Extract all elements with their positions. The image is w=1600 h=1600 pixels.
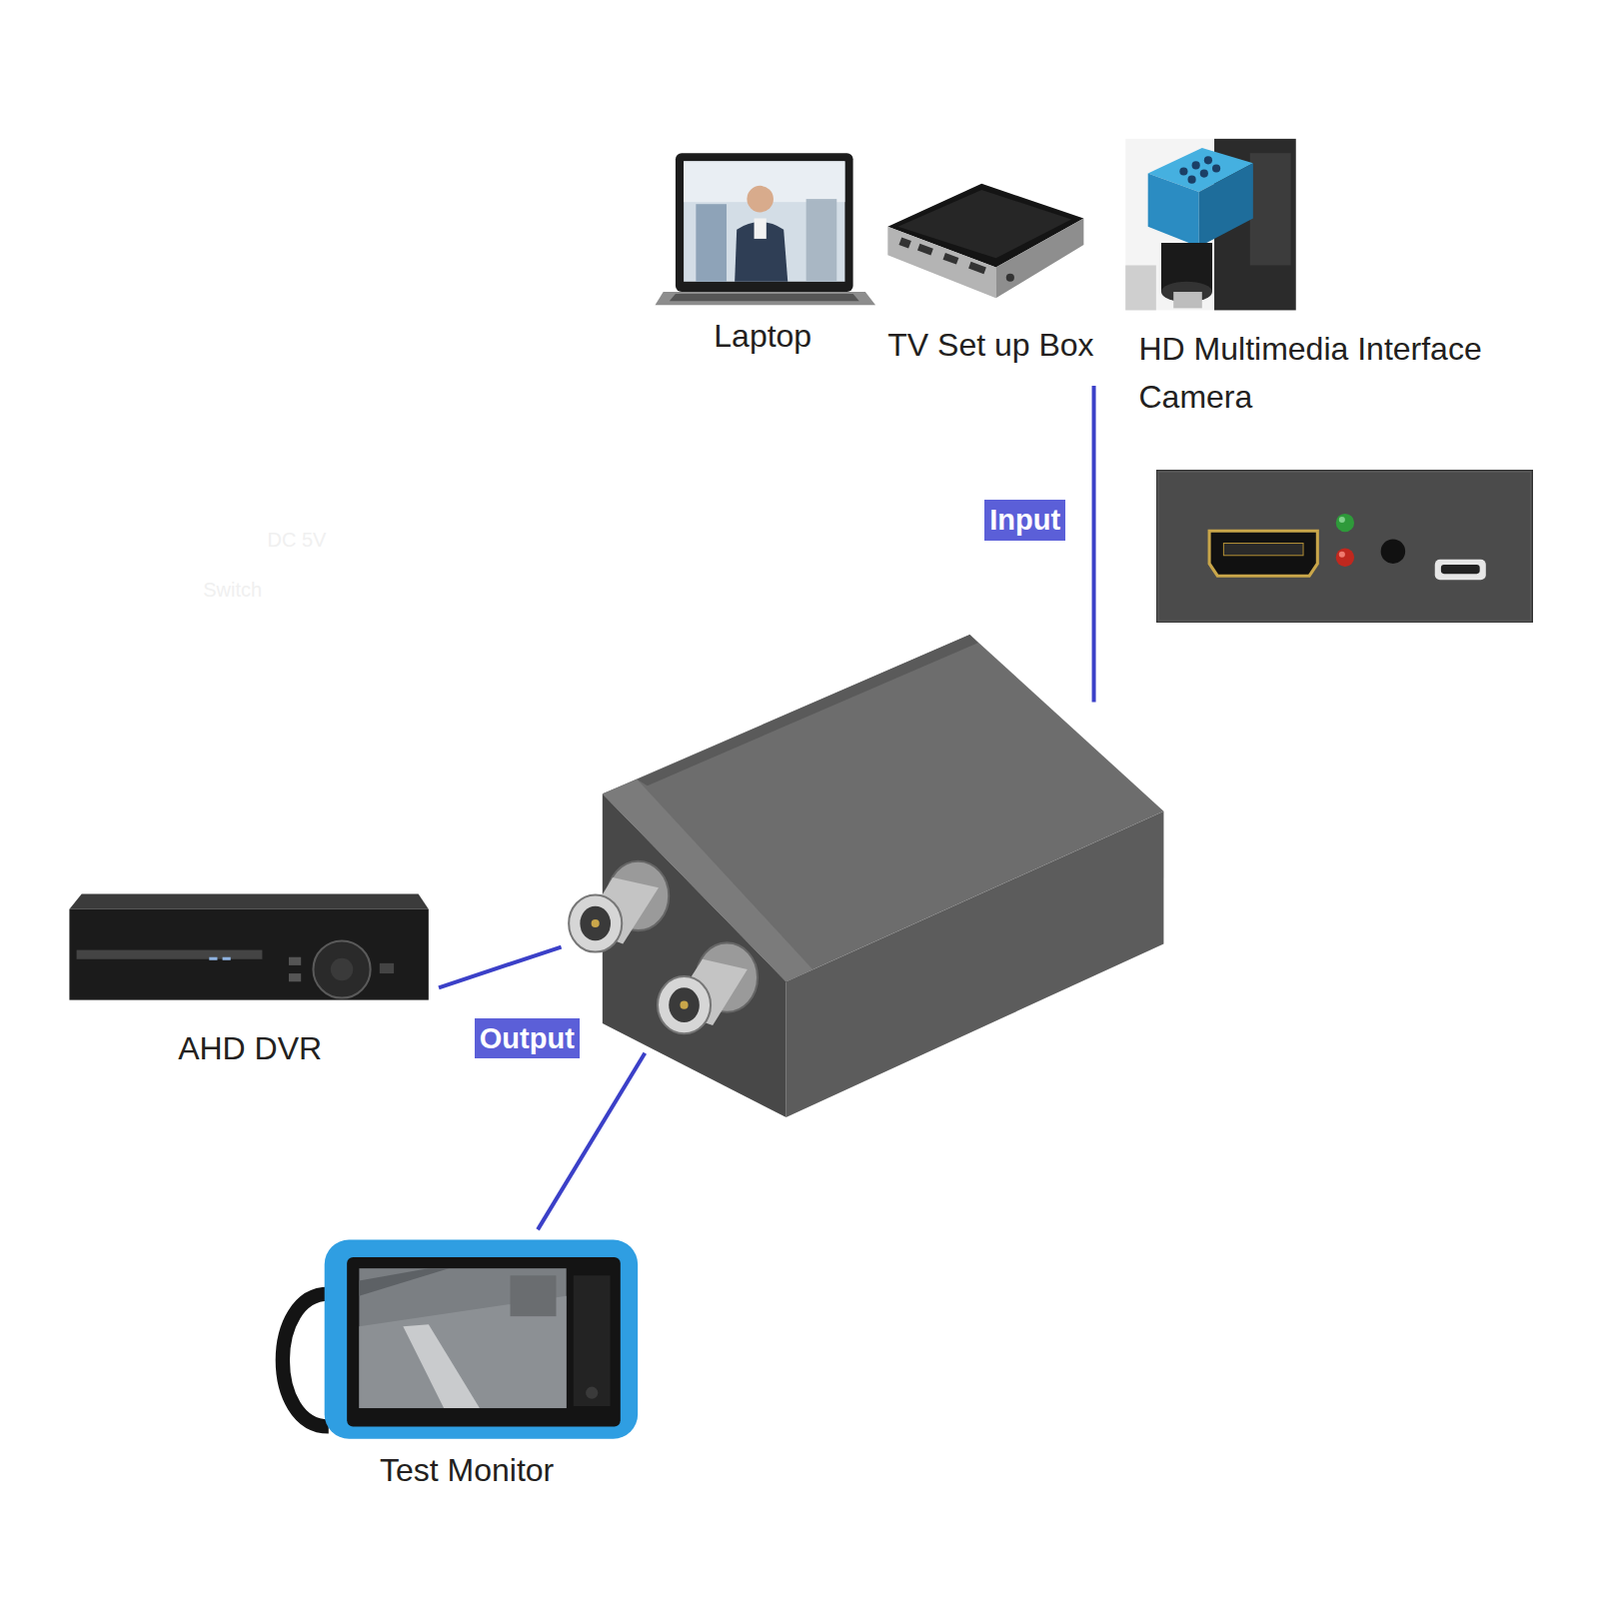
camera-icon-part (1179, 166, 1188, 175)
port-label: Switch (202, 577, 262, 602)
output-label: Output (474, 1018, 580, 1059)
bnc-connector-part (668, 987, 700, 1023)
test-monitor-icon-part (346, 1257, 621, 1427)
dvr-node: AHD DVR (60, 885, 439, 1073)
bnc-connector-part (679, 1001, 688, 1010)
test-monitor-icon-part (324, 1240, 638, 1440)
camera-icon-part (1148, 173, 1200, 248)
connector (438, 947, 562, 989)
converter-box (561, 632, 1170, 1123)
camera-icon-part (1250, 152, 1292, 265)
panel-drawing-part (1339, 516, 1346, 523)
camera-icon-part (1125, 138, 1297, 311)
test-monitor-icon-part (573, 1275, 611, 1407)
laptop-icon-part (806, 198, 838, 282)
set-top-box-icon-part (887, 226, 996, 298)
set-top-box-node: TV Set up Box (874, 173, 1108, 369)
panel-drawing-part (1158, 471, 1532, 621)
dvr-icon-part (68, 893, 428, 909)
connector (1092, 385, 1097, 703)
bnc-connector-part (579, 906, 611, 942)
laptop-icon (655, 152, 877, 305)
panel-drawing-part (1380, 538, 1406, 564)
panel-drawing (1156, 469, 1534, 623)
bnc-connector-part (568, 894, 622, 952)
set-top-box-icon-part (968, 261, 987, 274)
panel-drawing-part (1209, 530, 1318, 576)
test-monitor-icon-part (282, 1294, 329, 1428)
set-top-box-icon-part (996, 218, 1085, 299)
panel-drawing-part (1336, 547, 1355, 566)
set-top-box-icon (887, 183, 1084, 298)
panel-drawing-part (1435, 559, 1487, 580)
bnc-connector-part (590, 919, 599, 928)
camera-icon-part (1200, 168, 1209, 177)
laptop-icon-part (655, 291, 877, 305)
dvr-icon-part (76, 950, 263, 960)
dvr-icon-part (288, 957, 301, 966)
converter-drawing (561, 632, 1170, 1123)
device-label: HD Multimedia Interface Camera (1138, 324, 1543, 421)
set-top-box-icon-part (917, 243, 934, 256)
test-monitor-node: Test Monitor (275, 1229, 659, 1494)
set-top-box-icon-part (943, 252, 960, 265)
camera-icon-part (1187, 175, 1196, 184)
test-monitor-icon-part (510, 1275, 557, 1317)
dvr-icon-part (330, 958, 353, 981)
test-monitor-icon-part (358, 1268, 449, 1297)
set-top-box-icon-part (898, 236, 911, 248)
test-monitor-icon-part (358, 1268, 566, 1409)
camera-icon-part (1192, 160, 1201, 169)
test-monitor-icon-part (585, 1387, 598, 1400)
test-monitor-icon (282, 1240, 638, 1440)
converter-drawing-part (601, 634, 1164, 982)
edge-label: Input (984, 499, 1066, 540)
port-panel: DC 5VSwitch (1156, 469, 1534, 623)
panel-drawing-part (1441, 564, 1481, 574)
laptop-node: Laptop (652, 142, 873, 360)
laptop-icon-part (746, 185, 774, 213)
dvr-icon (68, 893, 428, 1000)
camera-icon-part (1173, 291, 1203, 308)
laptop-icon-part (754, 218, 767, 239)
bnc-connector-part (657, 976, 711, 1034)
port-label: DC 5V (267, 527, 327, 552)
device-label: AHD DVR (60, 1024, 439, 1073)
dvr-icon-part (312, 940, 370, 998)
laptop-icon-part (683, 160, 845, 281)
device-label: Laptop (652, 311, 873, 360)
converter-drawing-part (636, 634, 978, 786)
device-label: Test Monitor (275, 1446, 659, 1495)
dvr-icon-part (222, 957, 231, 961)
camera-icon-part (1204, 155, 1213, 164)
dvr-icon-part (288, 973, 301, 982)
dvr-icon-part (379, 963, 394, 974)
camera-icon-part (1125, 264, 1157, 310)
laptop-icon-part (695, 203, 727, 282)
camera-icon-part (1199, 162, 1254, 247)
bnc-connector (568, 861, 669, 953)
panel-drawing-part (1339, 550, 1346, 557)
set-top-box-icon-part (1006, 273, 1015, 282)
camera-node: HD Multimedia Interface Camera (1094, 132, 1544, 421)
connector (537, 1053, 645, 1231)
bnc-connector (657, 942, 758, 1034)
device-label: TV Set up Box (874, 320, 1108, 369)
panel-drawing-part (1336, 513, 1355, 532)
dvr-icon-part (208, 957, 217, 961)
laptop-icon-part (669, 293, 860, 301)
panel-drawing-part (1223, 542, 1304, 555)
camera-icon (1125, 138, 1297, 311)
laptop-icon-part (675, 152, 854, 292)
panel-drawing-part (1156, 469, 1534, 623)
dvr-icon-part (68, 909, 428, 1001)
camera-icon-part (1212, 163, 1221, 172)
test-monitor-icon-part (402, 1324, 480, 1409)
